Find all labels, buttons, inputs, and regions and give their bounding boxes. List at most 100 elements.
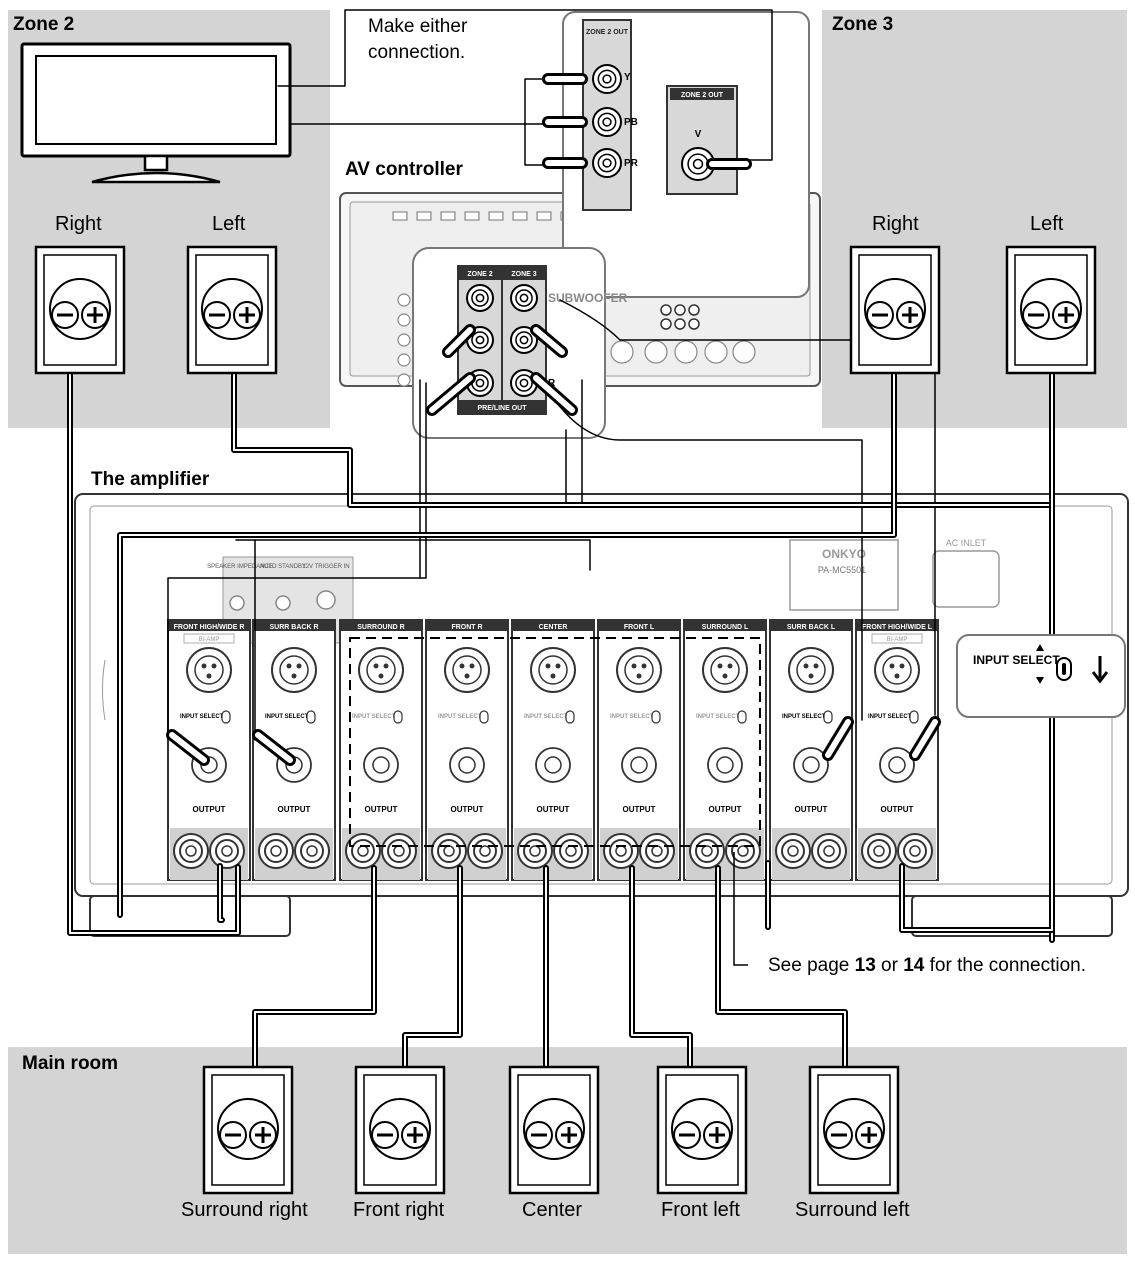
jack-pb-label: PB	[624, 117, 638, 128]
either-connection-note: Make either connection.	[368, 16, 468, 63]
av-hdmi-port	[416, 211, 432, 221]
speaker-label-center: Center	[522, 1199, 583, 1221]
see-page-suffix: for the connection.	[924, 955, 1086, 976]
av-xlr-jack	[732, 340, 756, 364]
amp-model: PA-MC5501	[818, 565, 866, 575]
jack-pb	[592, 107, 622, 137]
speaker-label-surround-left: Surround left	[795, 1199, 910, 1221]
jack-y	[592, 64, 622, 94]
tv-icon	[20, 42, 292, 184]
av-rca-jack	[397, 373, 411, 387]
see-page-14-link: 14	[903, 955, 925, 976]
zone3-title: Zone 3	[832, 14, 894, 35]
amp-channel-module: FRONT R INPUT SELECT OUTPUT	[425, 619, 509, 881]
input-select-switch	[651, 710, 661, 724]
av-xlr-jack	[644, 340, 668, 364]
jack-y-label: Y	[624, 72, 631, 83]
zone3-right-speaker	[849, 245, 941, 375]
amp-channel-label: FRONT HIGH/WIDE L	[862, 624, 933, 631]
output-label: OUTPUT	[795, 805, 828, 814]
amp-channel-label: SURROUND L	[702, 624, 749, 631]
av-preout-small-jack	[660, 304, 672, 316]
zone2-preout-label: ZONE 2	[467, 271, 492, 278]
front-left-speaker	[656, 1065, 748, 1195]
zone3-preout-label: ZONE 3	[511, 271, 536, 278]
amp-channel-label: SURROUND R	[357, 624, 404, 631]
av-hdmi-port	[536, 211, 552, 221]
input-select-switch	[479, 710, 489, 724]
pre-to-surrback	[235, 539, 591, 571]
input-select-switch	[909, 710, 919, 724]
see-page-prefix: See page	[768, 955, 855, 976]
zone2-right-rca-cable	[167, 382, 427, 736]
bi-amp-badge	[183, 633, 235, 644]
input-select-callout: INPUT SELECT	[956, 634, 1126, 718]
jack-pr	[592, 148, 622, 178]
zone2-left-label: Left	[212, 213, 246, 235]
av-preout-small-jack	[660, 318, 672, 330]
dashed-group-outline	[349, 637, 761, 847]
output-label: OUTPUT	[709, 805, 742, 814]
output-label: OUTPUT	[451, 805, 484, 814]
av-rca-jack	[397, 353, 411, 367]
av-hdmi-port	[440, 211, 456, 221]
amp-brand: ONKYO	[822, 547, 866, 561]
jack-r-label: R	[548, 378, 556, 389]
output-label: OUTPUT	[537, 805, 570, 814]
av-hdmi-port	[512, 211, 528, 221]
amp-channel-module: SURR BACK R INPUT SELECT OUTPUT	[252, 619, 336, 881]
input-select-label: INPUT SELECT	[265, 714, 309, 720]
amp-channel-label: FRONT R	[451, 624, 482, 631]
input-select-label: INPUT SELECT	[180, 714, 224, 720]
av-hdmi-port	[488, 211, 504, 221]
amp-channel-label: SURR BACK R	[270, 624, 319, 631]
amp-channel-label: FRONT L	[624, 624, 655, 631]
zone2-title: Zone 2	[13, 14, 75, 35]
output-label: OUTPUT	[193, 805, 226, 814]
preout-jack	[510, 284, 538, 312]
bi-amp-badge	[871, 633, 923, 644]
input-select-switch	[823, 710, 833, 724]
see-page-13-link: 13	[854, 955, 876, 976]
input-select-switch	[393, 710, 403, 724]
zone2-right-speaker	[34, 245, 126, 375]
speaker-label-front-left: Front left	[661, 1199, 740, 1221]
input-select-switch	[221, 710, 231, 724]
input-select-label: INPUT SELECT	[610, 714, 654, 720]
subwoofer-label: SUBWOOFER	[548, 291, 628, 305]
surround-right-speaker	[202, 1065, 294, 1195]
input-select-label: INPUT SELECT	[438, 714, 482, 720]
av-hdmi-port	[464, 211, 480, 221]
amp-channel-label: SURR BACK L	[787, 624, 836, 631]
see-page-or: or	[875, 955, 904, 976]
see-page-note: See page 13 or 14 for the connection.	[768, 955, 1086, 977]
input-select-label: INPUT SELECT	[868, 714, 912, 720]
output-label: OUTPUT	[278, 805, 311, 814]
callout-input-label: INPUT SELECT	[973, 653, 1060, 667]
surround-left-speaker	[808, 1065, 900, 1195]
av-xlr-jack	[674, 340, 698, 364]
output-label: OUTPUT	[881, 805, 914, 814]
jack-v-label: V	[695, 129, 702, 140]
av-rca-jack	[397, 333, 411, 347]
bi-amp-text: BI-AMP	[199, 637, 220, 643]
av-preout-small-jack	[688, 318, 700, 330]
front-right-speaker	[354, 1065, 446, 1195]
av-preout-small-jack	[674, 318, 686, 330]
amplifier-title: The amplifier	[91, 469, 210, 490]
jack-v	[681, 147, 715, 181]
pre-line-out-label: PRE/LINE OUT	[477, 405, 527, 412]
av-hdmi-port	[392, 211, 408, 221]
input-select-switch	[737, 710, 747, 724]
input-select-switch	[306, 710, 316, 724]
zone2-out-video-label: ZONE 2 OUT	[681, 92, 724, 99]
speaker-label-front-right: Front right	[353, 1199, 445, 1221]
zone3-right-label: Right	[872, 213, 919, 235]
zone2-out-component-label: ZONE 2 OUT	[586, 29, 629, 36]
